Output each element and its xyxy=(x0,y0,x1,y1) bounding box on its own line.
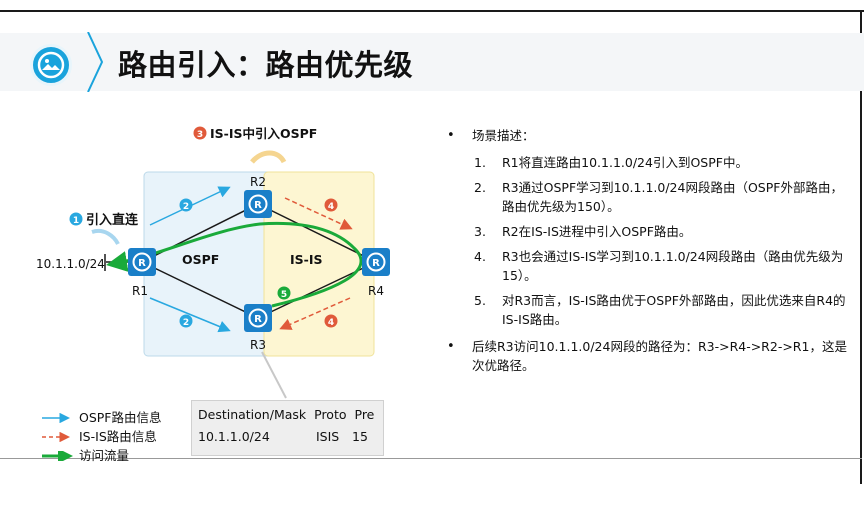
network-diagram: R R R R R1 R2 R3 R4 OSPF IS-IS 10.1.1.0/… xyxy=(36,126,390,399)
ospf-area-label: OSPF xyxy=(182,252,219,267)
page-title: 路由引入：路由优先级 xyxy=(118,48,414,82)
svg-text:4: 4 xyxy=(328,202,334,212)
scenario-item-2: 2. R3通过OSPF学习到10.1.1.0/24网段路由（OSPF外部路由，路… xyxy=(474,180,843,214)
svg-text:R: R xyxy=(254,200,262,211)
isis-arrow-r2-r4 xyxy=(284,197,353,230)
svg-text:R: R xyxy=(372,258,380,269)
image-icon xyxy=(30,44,72,86)
label-r4: R4 xyxy=(368,284,384,298)
router-r1: R xyxy=(128,248,156,276)
isis-arrow-r4-r3 xyxy=(279,297,351,330)
badge-step-2b xyxy=(179,314,193,328)
badge-step-1 xyxy=(69,212,83,226)
header-proto: Proto xyxy=(314,407,347,422)
legend-ospf: OSPF路由信息 xyxy=(42,410,162,425)
cell-destination: 10.1.1.0/24 xyxy=(198,429,270,444)
scenario-item-5: 5. 对R3而言，IS-IS路由优于OSPF外部路由，因此优选来自R4的IS-I… xyxy=(474,293,846,327)
top-border xyxy=(0,10,864,12)
label-r2: R2 xyxy=(250,175,266,189)
title-chevron-icon xyxy=(87,32,104,92)
table-pointer xyxy=(261,351,287,399)
routing-table: Destination/Mask Proto Pre 10.1.1.0/24 I… xyxy=(191,400,384,456)
right-border xyxy=(860,10,862,484)
label-r3: R3 xyxy=(250,338,266,352)
legend-isis: IS-IS路由信息 xyxy=(42,429,157,444)
label-r1: R1 xyxy=(132,284,148,298)
svg-text:4: 4 xyxy=(328,318,334,328)
isis-area-label: IS-IS xyxy=(290,252,323,267)
legend: OSPF路由信息 IS-IS路由信息 访问流量 xyxy=(40,408,162,465)
header-pre: Pre xyxy=(354,407,375,422)
svg-text:5: 5 xyxy=(281,290,287,300)
svg-text:3: 3 xyxy=(197,130,203,140)
routing-table-header: Destination/Mask Proto Pre xyxy=(198,407,374,422)
traffic-path xyxy=(106,221,363,308)
badge-step-5 xyxy=(277,286,291,300)
scenario-conclusion: 后续R3访问10.1.1.0/24网段的路径为：R3->R4->R2->R1，这… xyxy=(447,337,847,375)
import-arrow-r1 xyxy=(91,229,120,246)
svg-text:R: R xyxy=(138,258,146,269)
badge-step-2a xyxy=(179,198,193,212)
scenario-item-4: 4. R3也会通过IS-IS学习到10.1.1.0/24网段路由（路由优先级为1… xyxy=(474,249,844,283)
routing-table-row: 10.1.1.0/24 ISIS 15 xyxy=(198,429,378,444)
svg-text:1: 1 xyxy=(73,216,79,226)
step-3-label: IS-IS中引入OSPF xyxy=(210,126,317,141)
router-r3: R xyxy=(244,304,272,332)
cell-proto: ISIS xyxy=(316,429,340,444)
scenario-item-1: 1. R1将直连路由10.1.1.0/24引入到OSPF中。 xyxy=(474,155,748,170)
network-label: 10.1.1.0/24 xyxy=(36,257,105,271)
scenario-description: 场景描述： 1. R1将直连路由10.1.1.0/24引入到OSPF中。 2. … xyxy=(447,126,847,375)
header-destination: Destination/Mask xyxy=(198,407,307,422)
legend-traffic: 访问流量 xyxy=(42,448,130,463)
import-arrow-r2 xyxy=(250,150,287,164)
badge-step-3 xyxy=(193,126,207,140)
title-band xyxy=(0,33,864,91)
bottom-border xyxy=(0,458,862,459)
scenario-heading: 场景描述： xyxy=(447,126,847,145)
ospf-arrow-to-r3 xyxy=(149,297,231,333)
scenario-item-3: 3. R2在IS-IS进程中引入OSPF路由。 xyxy=(474,224,692,239)
svg-text:2: 2 xyxy=(183,202,189,212)
svg-text:R: R xyxy=(254,314,262,325)
svg-text:2: 2 xyxy=(183,318,189,328)
step-1-label: 引入直连 xyxy=(86,212,139,228)
badge-step-4b xyxy=(324,314,338,328)
router-r2: R xyxy=(244,190,272,218)
cell-pre: 15 xyxy=(352,429,368,444)
router-r4: R xyxy=(362,248,390,276)
link-r1-r3 xyxy=(141,261,259,319)
badge-step-4a xyxy=(324,198,338,212)
